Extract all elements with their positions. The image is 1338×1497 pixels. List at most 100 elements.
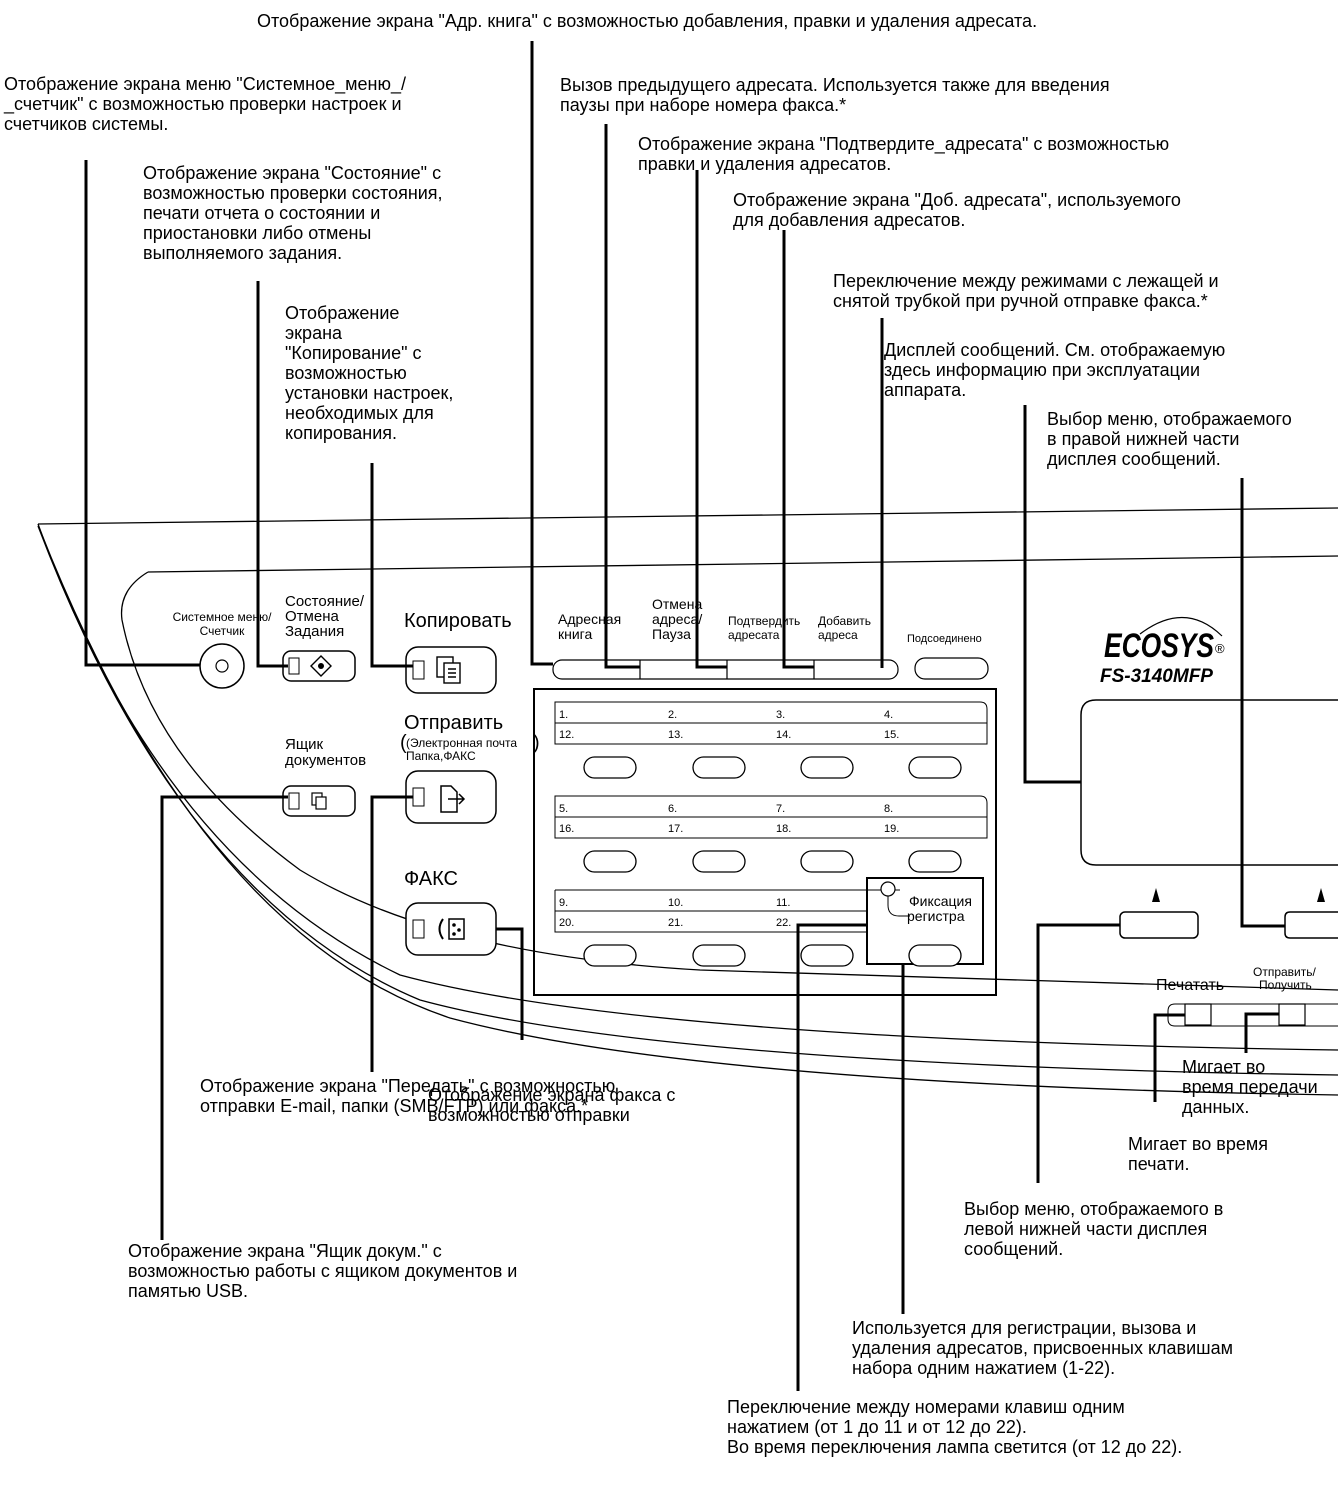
send-label: Отправить [404, 712, 503, 734]
one-touch-key[interactable] [908, 756, 962, 779]
system-menu-button[interactable] [199, 643, 245, 689]
annotation-send: Отображение экрана "Передать" с возможно… [200, 1076, 616, 1116]
annotation-one-touch-keys: Используется для регистрации, вызова и у… [852, 1318, 1233, 1378]
one-touch-key[interactable] [692, 850, 746, 873]
cancel-label-1: Отмена [652, 596, 702, 612]
model-name: FS-3140MFP [1100, 666, 1213, 687]
one-touch-key-number: 7. [776, 803, 785, 815]
one-touch-strips [554, 701, 988, 933]
print-indicator-lamp [1184, 1003, 1212, 1026]
one-touch-key[interactable] [800, 756, 854, 779]
send-paren-close: ) [533, 732, 540, 754]
one-touch-labels: 1.2.3.4.12.13.14.15.5.6.7.8.16.17.18.19.… [559, 709, 899, 929]
panel-body [37, 507, 1338, 1096]
status-label-3: Задания [285, 623, 344, 640]
status-icon [310, 655, 332, 677]
annotation-right-select: Выбор меню, отображаемого в правой нижне… [1047, 409, 1292, 469]
one-touch-key[interactable] [692, 944, 746, 967]
one-touch-key-number: 6. [668, 803, 677, 815]
left-arrow-indicator [1152, 888, 1160, 902]
annotation-system-menu: Отображение экрана меню "Системное_меню_… [4, 74, 406, 134]
copy-label: Копировать [404, 610, 512, 632]
one-touch-key-number: 15. [884, 729, 899, 741]
confirm-label-1: Подтвердить [728, 614, 800, 628]
cancel-address-pause-button[interactable] [640, 660, 727, 679]
cancel-label-2: адреса/ [652, 611, 702, 627]
annotation-recall: Вызов предыдущего адресата. Используется… [560, 75, 1110, 115]
send-paren-open: ( [400, 732, 407, 754]
leader-lines [84, 41, 1285, 1391]
one-touch-key[interactable] [908, 850, 962, 873]
system-menu-label-2: Счетчик [200, 624, 246, 638]
one-touch-key-number: 19. [884, 823, 899, 835]
add-destination-button[interactable] [814, 660, 898, 679]
one-touch-key[interactable] [583, 756, 637, 779]
one-touch-key-number: 21. [668, 917, 683, 929]
shift-key[interactable] [908, 944, 962, 967]
send-icon [440, 785, 466, 813]
one-touch-key-area [533, 688, 997, 996]
add-label-2: адреса [818, 628, 858, 642]
one-touch-key-number: 3. [776, 709, 785, 721]
on-hook-button[interactable] [914, 657, 989, 680]
one-touch-key[interactable] [583, 850, 637, 873]
fax-icon [438, 918, 465, 940]
system-menu-label: Системное меню/ [173, 610, 273, 624]
address-key-bar [552, 659, 899, 680]
right-select-button[interactable] [1284, 911, 1338, 939]
send-receive-label-2: Получить [1259, 978, 1312, 992]
cancel-label-3: Пауза [652, 626, 691, 642]
add-label-1: Добавить [818, 614, 871, 628]
one-touch-key-number: 8. [884, 803, 893, 815]
brand-swoosh [1139, 616, 1223, 637]
one-touch-key-number: 17. [668, 823, 683, 835]
one-touch-key-number: 13. [668, 729, 683, 741]
annotation-data-blink: Мигает во время передачи данных. [1182, 1057, 1318, 1117]
annotation-document-box: Отображение экрана "Ящик докум." с возмо… [128, 1241, 518, 1301]
annotation-address-book: Отображение экрана "Адр. книга" с возмож… [257, 11, 1038, 31]
shift-lamp-connector [887, 896, 910, 917]
print-label: Печатать [1156, 977, 1224, 994]
annotation-shift: Переключение между номерами клавиш одним… [727, 1397, 1183, 1457]
status-label-2: Отмена [285, 608, 339, 625]
one-touch-key-number: 20. [559, 917, 574, 929]
one-touch-key[interactable] [800, 850, 854, 873]
one-touch-key-number: 1. [559, 709, 568, 721]
one-touch-key-number: 2. [668, 709, 677, 721]
shift-lamp [880, 881, 896, 897]
left-select-button[interactable] [1119, 911, 1199, 939]
annotation-left-select: Выбор меню, отображаемого в левой нижней… [964, 1199, 1224, 1259]
document-box-label-1: Ящик [285, 736, 324, 753]
send-button[interactable] [405, 770, 497, 824]
fax-label: ФАКС [404, 868, 458, 890]
copy-icon [436, 656, 461, 684]
confirm-destination-button[interactable] [727, 660, 814, 679]
shift-label-1: Фиксация [909, 893, 972, 909]
send-receive-label-1: Отправить/ [1253, 965, 1317, 979]
shift-label-2: регистра [907, 908, 965, 924]
address-book-label-1: Адресная [558, 611, 621, 627]
send-sub-label-1: (Электронная почта [406, 736, 517, 750]
confirm-label-2: адресата [728, 628, 780, 642]
annotation-add-destination: Отображение экрана "Доб. адресата", испо… [733, 190, 1181, 230]
brand-logo: ECOSYS [1104, 627, 1214, 665]
one-touch-key-number: 10. [668, 897, 683, 909]
one-touch-key-number: 22. [776, 917, 791, 929]
one-touch-key-number: 14. [776, 729, 791, 741]
one-touch-key[interactable] [692, 756, 746, 779]
one-touch-key-number: 9. [559, 897, 568, 909]
one-touch-key[interactable] [800, 944, 854, 967]
brand-registered-mark: ® [1215, 641, 1225, 656]
address-book-label-2: книга [558, 626, 592, 642]
address-book-button[interactable] [553, 660, 640, 679]
one-touch-key[interactable] [583, 944, 637, 967]
message-display [1080, 699, 1338, 866]
one-touch-key-number: 16. [559, 823, 574, 835]
annotation-message-display: Дисплей сообщений. См. отображаемую здес… [884, 340, 1226, 400]
one-touch-key-number: 12. [559, 729, 574, 741]
document-box-label-2: документов [285, 752, 366, 769]
annotation-copy: Отображение экрана "Копирование" с возмо… [285, 303, 454, 443]
data-indicator-lamp [1278, 1003, 1306, 1026]
one-touch-key-number: 11. [776, 897, 790, 909]
